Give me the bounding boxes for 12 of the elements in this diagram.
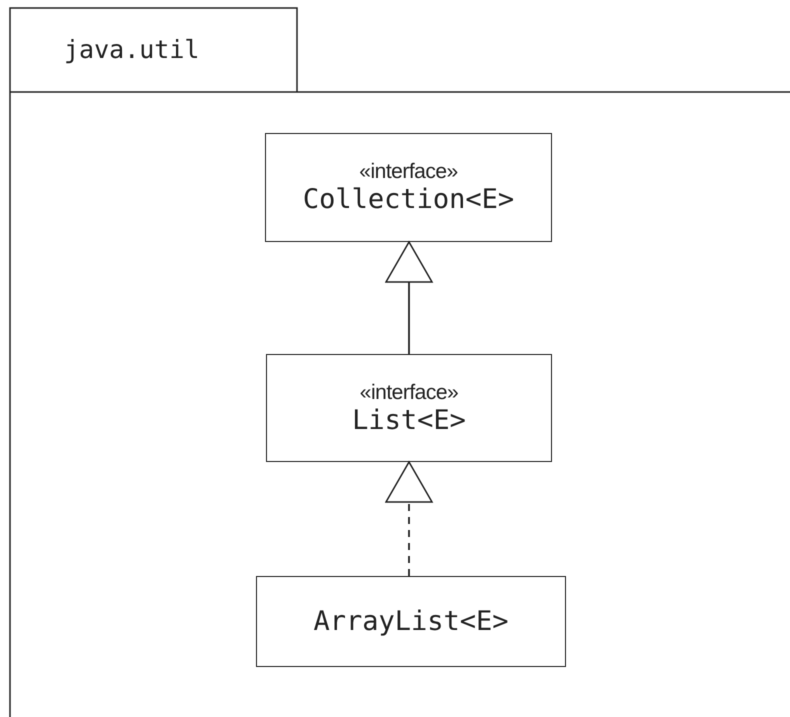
realization-arrow (385, 461, 433, 576)
class-name: ArrayList<E> (313, 606, 509, 637)
class-box (266, 354, 552, 462)
class-name: List<E> (352, 404, 466, 436)
generalization-arrow (385, 241, 433, 354)
class-box (265, 133, 552, 242)
class-name: Collection<E> (302, 184, 514, 215)
stereotype-label: «interface» (360, 380, 458, 404)
stereotype-label: «interface» (359, 160, 458, 184)
class-box (256, 576, 566, 667)
package-frame (9, 7, 790, 717)
package-name: java.util (64, 35, 200, 64)
